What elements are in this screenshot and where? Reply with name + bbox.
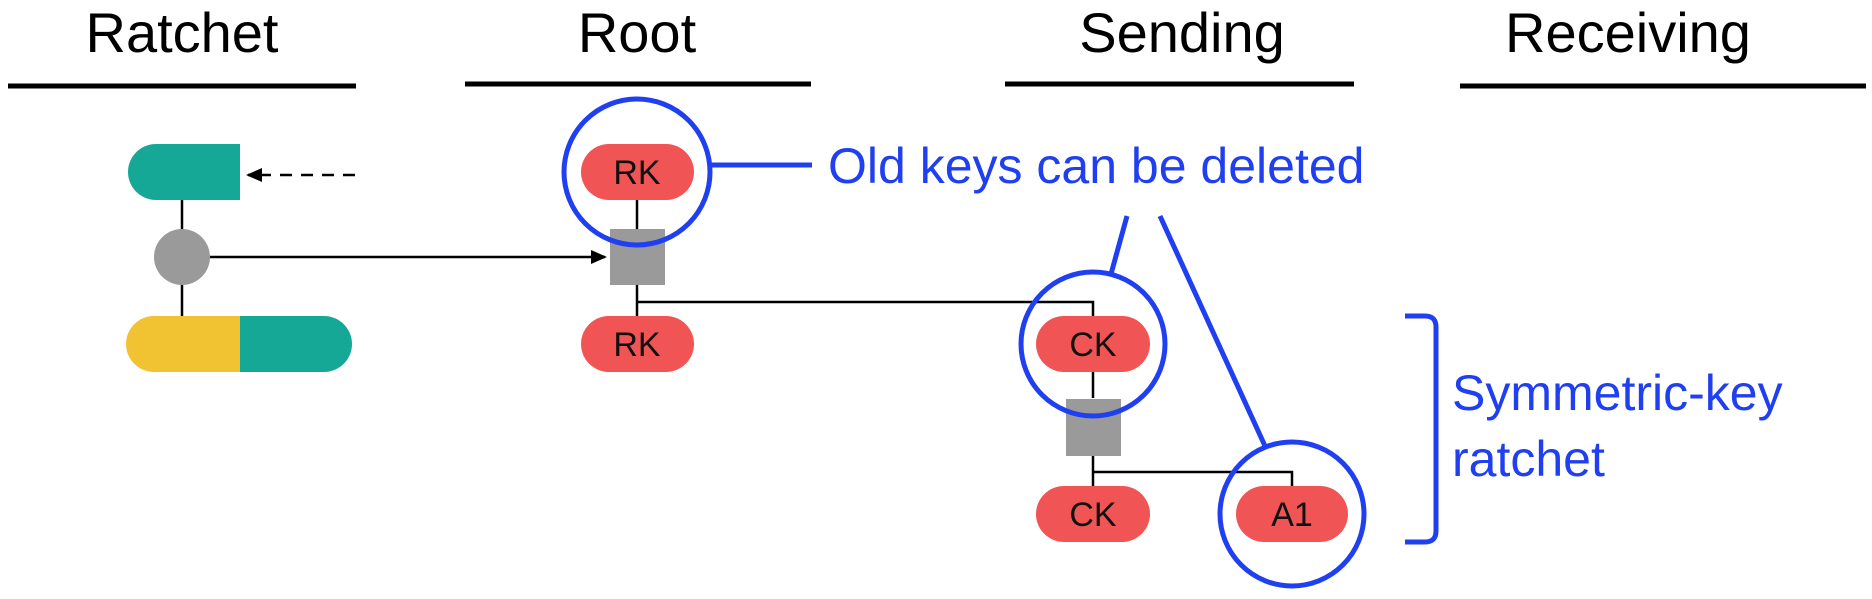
header-receiving: Receiving <box>1505 1 1751 64</box>
root-kdf-box <box>610 229 665 285</box>
message-key-label: A1 <box>1271 496 1313 534</box>
callout-line-message <box>1157 214 1268 448</box>
callout-line-chain <box>1108 215 1130 275</box>
root-key-old-label: RK <box>613 154 661 192</box>
highlight-circle-root-key <box>561 96 713 248</box>
deletion-highlights: Old keys can be deleted <box>561 96 1367 589</box>
chain-key-old-label: CK <box>1069 326 1117 364</box>
root-key-new-label: RK <box>613 326 661 364</box>
chain-kdf-box <box>1066 399 1121 456</box>
chain-key-new <box>1036 486 1150 542</box>
sending-column: CK CK A1 <box>1036 316 1348 542</box>
dh-node-circle <box>154 229 210 285</box>
symmetric-ratchet-bracket <box>1405 313 1439 545</box>
ratchet-public-key-half <box>240 316 352 372</box>
root-column: RK RK <box>581 144 1095 372</box>
ratchet-public-key-top <box>128 144 240 200</box>
ratchet-private-key-half <box>126 316 240 372</box>
header-root: Root <box>578 1 697 64</box>
chain-to-message-line <box>1093 470 1294 488</box>
root-to-chain-line <box>637 300 1095 318</box>
header-ratchet: Ratchet <box>86 1 279 64</box>
ratchet-column <box>126 144 607 372</box>
highlight-circle-message-key <box>1217 439 1367 589</box>
root-key-old <box>581 144 694 200</box>
symmetric-ratchet-label-line2: ratchet <box>1452 431 1605 487</box>
chain-key-old <box>1036 316 1150 372</box>
chain-key-new-label: CK <box>1069 496 1117 534</box>
message-key <box>1236 486 1348 542</box>
old-keys-callout: Old keys can be deleted <box>828 138 1364 194</box>
header-sending: Sending <box>1079 1 1285 64</box>
symmetric-ratchet-label-line1: Symmetric-key <box>1452 365 1783 421</box>
symmetric-ratchet-bracket-group: Symmetric-key ratchet <box>1405 313 1783 545</box>
root-key-new <box>581 316 694 372</box>
highlight-circle-chain-key <box>1018 269 1168 419</box>
